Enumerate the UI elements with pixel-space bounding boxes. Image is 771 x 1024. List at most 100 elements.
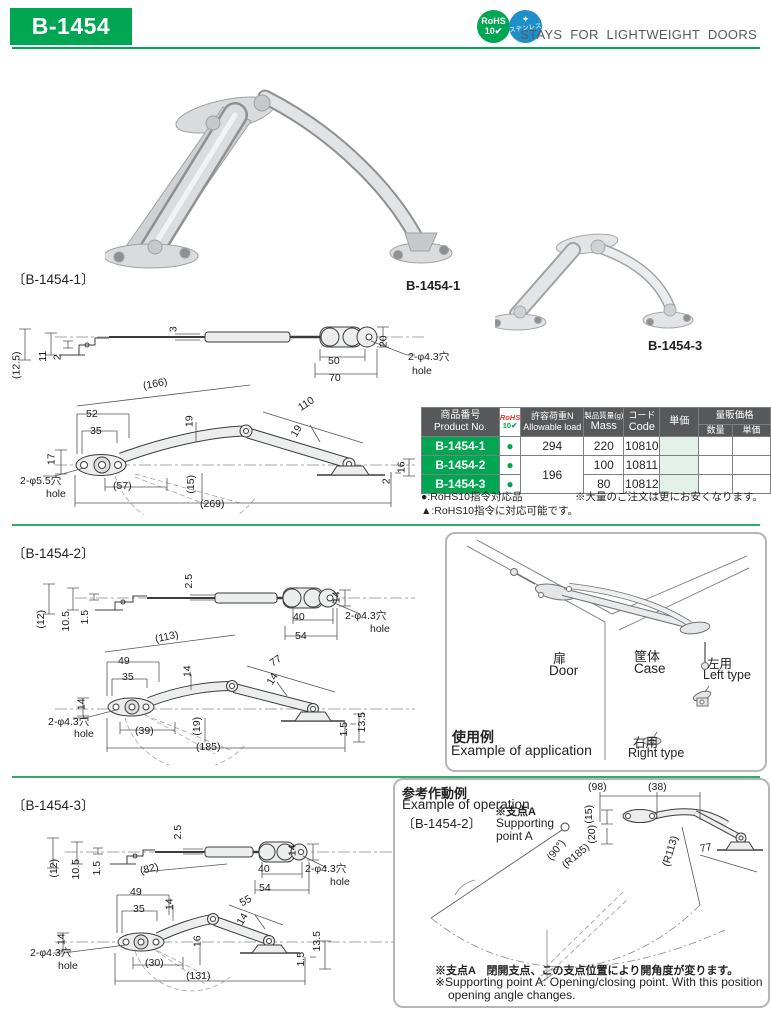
dim-label: (39): [135, 725, 154, 737]
product-no-cell: B-1454-2: [421, 455, 500, 475]
dim-label: 14: [181, 665, 194, 678]
section-label-b1454-2: 〔B-1454-2〕: [12, 546, 95, 561]
dim-label: 52: [86, 408, 98, 420]
col-header-mass-jp: 製品質量(g): [584, 410, 624, 420]
col-header-mass-en: Mass: [590, 419, 617, 432]
dim-label: hole: [370, 623, 390, 635]
volume-price-cell: [732, 455, 771, 475]
operation-example-drawing: [430, 792, 763, 983]
operation-model-label: 〔B-1454-2〕: [402, 816, 482, 831]
dim-label: 14: [55, 933, 68, 946]
dim-label: 40: [258, 863, 270, 875]
dim-label: 11: [37, 350, 50, 362]
dim-label: 2-φ5.5穴: [20, 475, 62, 487]
right-type-label-jp: 右用: [633, 736, 659, 750]
dim-label: 2-φ4.3穴: [408, 351, 450, 363]
dim-label: 35: [122, 671, 134, 683]
dim-label: (269): [200, 498, 225, 510]
col-header-rohs-line2: 10✔: [502, 421, 518, 430]
col-header-volume-price: 量販価格: [698, 407, 771, 425]
stainless-icon-star: ✦: [521, 14, 530, 24]
drawing-b1454-1-open: [43, 384, 415, 515]
dim-label: hole: [58, 960, 78, 972]
section-label-b1454-1: 〔B-1454-1〕: [12, 272, 95, 287]
dim-label: 10.5: [59, 611, 72, 632]
col-header-unit-price-label: 単価: [669, 416, 690, 427]
application-example-drawing: [466, 539, 750, 760]
dim-label: (15): [185, 474, 198, 494]
rohs10-icon: RoHS 10✔: [477, 10, 510, 43]
dim-label: 14: [330, 591, 343, 604]
page-title: STAYS FOR LIGHTWEIGHT DOORS: [520, 27, 757, 42]
dim-label: (38): [648, 781, 667, 793]
dim-label: 1.5: [91, 860, 104, 876]
dim-label: 49: [118, 655, 130, 667]
dim-label: 1.5: [79, 609, 92, 625]
dim-label: 54: [259, 882, 271, 894]
mass-cell: 80: [583, 474, 625, 494]
qty-cell: [698, 455, 734, 475]
photo-label-b1454-3: B-1454-3: [648, 338, 703, 353]
dim-label: (12): [35, 609, 48, 629]
volume-price-cell: [732, 474, 771, 494]
application-title-jp: 使用例: [452, 729, 494, 745]
dim-label: 13.5: [310, 931, 323, 952]
dim-label: 54: [295, 630, 307, 642]
section-separator: [12, 776, 760, 778]
dim-label: 16: [191, 935, 204, 948]
col-header-product: 商品番号 Product No.: [421, 407, 500, 437]
door-label-en: Door: [549, 663, 579, 678]
dim-label: 70: [329, 372, 341, 384]
code-cell: 10810: [623, 436, 661, 456]
pivot-label-en2: point A: [496, 829, 533, 843]
case-label-en: Case: [634, 661, 666, 676]
dim-label: (57): [113, 480, 132, 492]
pivot-label-en1: Supporting: [496, 816, 555, 830]
photo-label-b1454-1: B-1454-1: [406, 278, 461, 293]
operation-title-en: Example of operation: [402, 797, 530, 812]
dim-label: (12): [48, 858, 61, 878]
dim-label: 2.5: [183, 573, 196, 589]
dim-label: 2.5: [172, 824, 185, 840]
note-rohs-compliant: ●:RoHS10指令対応品: [421, 491, 523, 503]
dim-label: (20): [586, 824, 599, 844]
dim-label: (98): [588, 781, 607, 793]
header-rule: [12, 47, 760, 49]
dim-label: 2-φ4.3穴: [48, 716, 90, 728]
col-header-code-jp: コード: [628, 410, 656, 420]
dim-label: 14: [286, 844, 299, 857]
dim-label: 16: [395, 461, 408, 474]
dim-label: 20: [377, 335, 390, 348]
unit-price-cell: [659, 436, 700, 456]
dim-label: 2: [380, 478, 393, 485]
col-header-rohs-line1: RoHS: [499, 412, 521, 422]
load-cell: 294: [520, 436, 585, 456]
mass-cell: 100: [583, 455, 625, 475]
left-type-label-en: Left type: [703, 668, 751, 682]
col-header-unit-price: 単価: [659, 407, 700, 437]
col-header-rohs: RoHS 10✔: [498, 407, 522, 437]
mass-cell: 220: [583, 436, 625, 456]
operation-title-jp: 参考作動例: [402, 786, 468, 801]
left-type-label-jp: 左用: [707, 657, 733, 671]
dim-label: 17: [45, 453, 58, 466]
drawing-b1454-1-folded: [19, 326, 425, 378]
volume-price-cell: [732, 436, 771, 456]
rohs-status-cell: ●: [498, 455, 522, 475]
dim-label: 2-φ4.3穴: [305, 863, 347, 875]
dim-label: 35: [133, 903, 145, 915]
code-cell: 10811: [623, 455, 661, 475]
drawing-b1454-2-folded: [43, 583, 415, 640]
col-header-unit-price2-label: 単価: [742, 425, 761, 436]
dim-label: 1.5: [338, 721, 351, 737]
rohs-status-cell: ●: [498, 436, 522, 456]
dim-label: (19): [191, 716, 204, 736]
col-header-mass: 製品質量(g) Mass: [583, 407, 625, 437]
photo-b1454-1: [105, 89, 453, 269]
application-title-en: Example of application: [451, 742, 592, 758]
dim-label: 2-φ4.3穴: [30, 947, 72, 959]
product-id-badge: B-1454: [10, 8, 132, 45]
code-cell: 10812: [623, 474, 661, 494]
dim-label: hole: [412, 365, 432, 377]
